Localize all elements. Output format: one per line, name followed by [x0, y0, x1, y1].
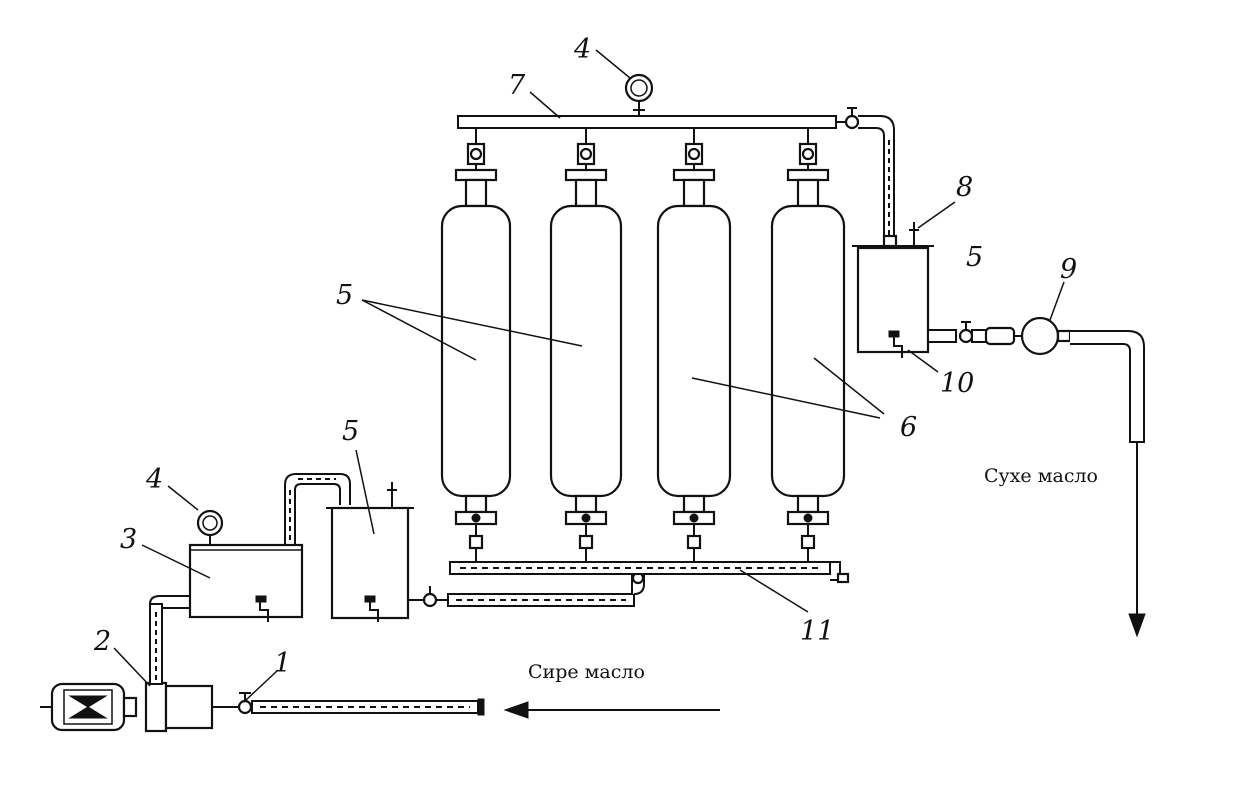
label-5-right: 5: [966, 242, 983, 273]
tank-3: [188, 543, 304, 622]
inlet-flow-arrow: [503, 701, 720, 719]
column-3: [656, 128, 732, 562]
label-6: 6: [900, 412, 917, 443]
label-8: 8: [956, 172, 973, 203]
pump: [144, 681, 240, 733]
label-9: 9: [1060, 254, 1077, 285]
label-5-small-left: 5: [342, 416, 359, 447]
label-1: 1: [274, 648, 291, 679]
outlet-pipe: [927, 321, 1022, 346]
bottom-manifold-11: [449, 561, 850, 584]
label-2: 2: [93, 626, 111, 657]
top-manifold-7: [457, 107, 895, 242]
tank5-to-manifold-pipe: [408, 571, 645, 608]
column-1: [440, 128, 512, 562]
inlet-pipe: [251, 698, 485, 716]
tank3-to-tank5-pipe: [284, 473, 351, 545]
gauge-4-top: [624, 73, 654, 116]
label-4-top: 4: [573, 34, 591, 65]
pump-9: [1020, 316, 1072, 356]
gauge-4-left: [196, 509, 224, 545]
tank-5-left: [326, 482, 414, 622]
tank-5-right: [852, 222, 934, 358]
outlet-riser: [1070, 330, 1146, 638]
label-3: 3: [120, 524, 137, 555]
label-10: 10: [940, 368, 974, 399]
label-5-group: 5: [336, 280, 353, 311]
label-11: 11: [800, 616, 834, 647]
leader-lines: [113, 49, 1065, 701]
pump-to-tank-pipe: [148, 595, 191, 685]
caption-dry-oil: Сухе масло: [984, 465, 1098, 487]
column-2: [549, 128, 623, 562]
caption-raw-oil: Сире масло: [528, 661, 645, 683]
motor: [40, 682, 138, 732]
label-4-left: 4: [145, 464, 163, 495]
label-7: 7: [508, 70, 526, 101]
column-4: [770, 128, 846, 562]
